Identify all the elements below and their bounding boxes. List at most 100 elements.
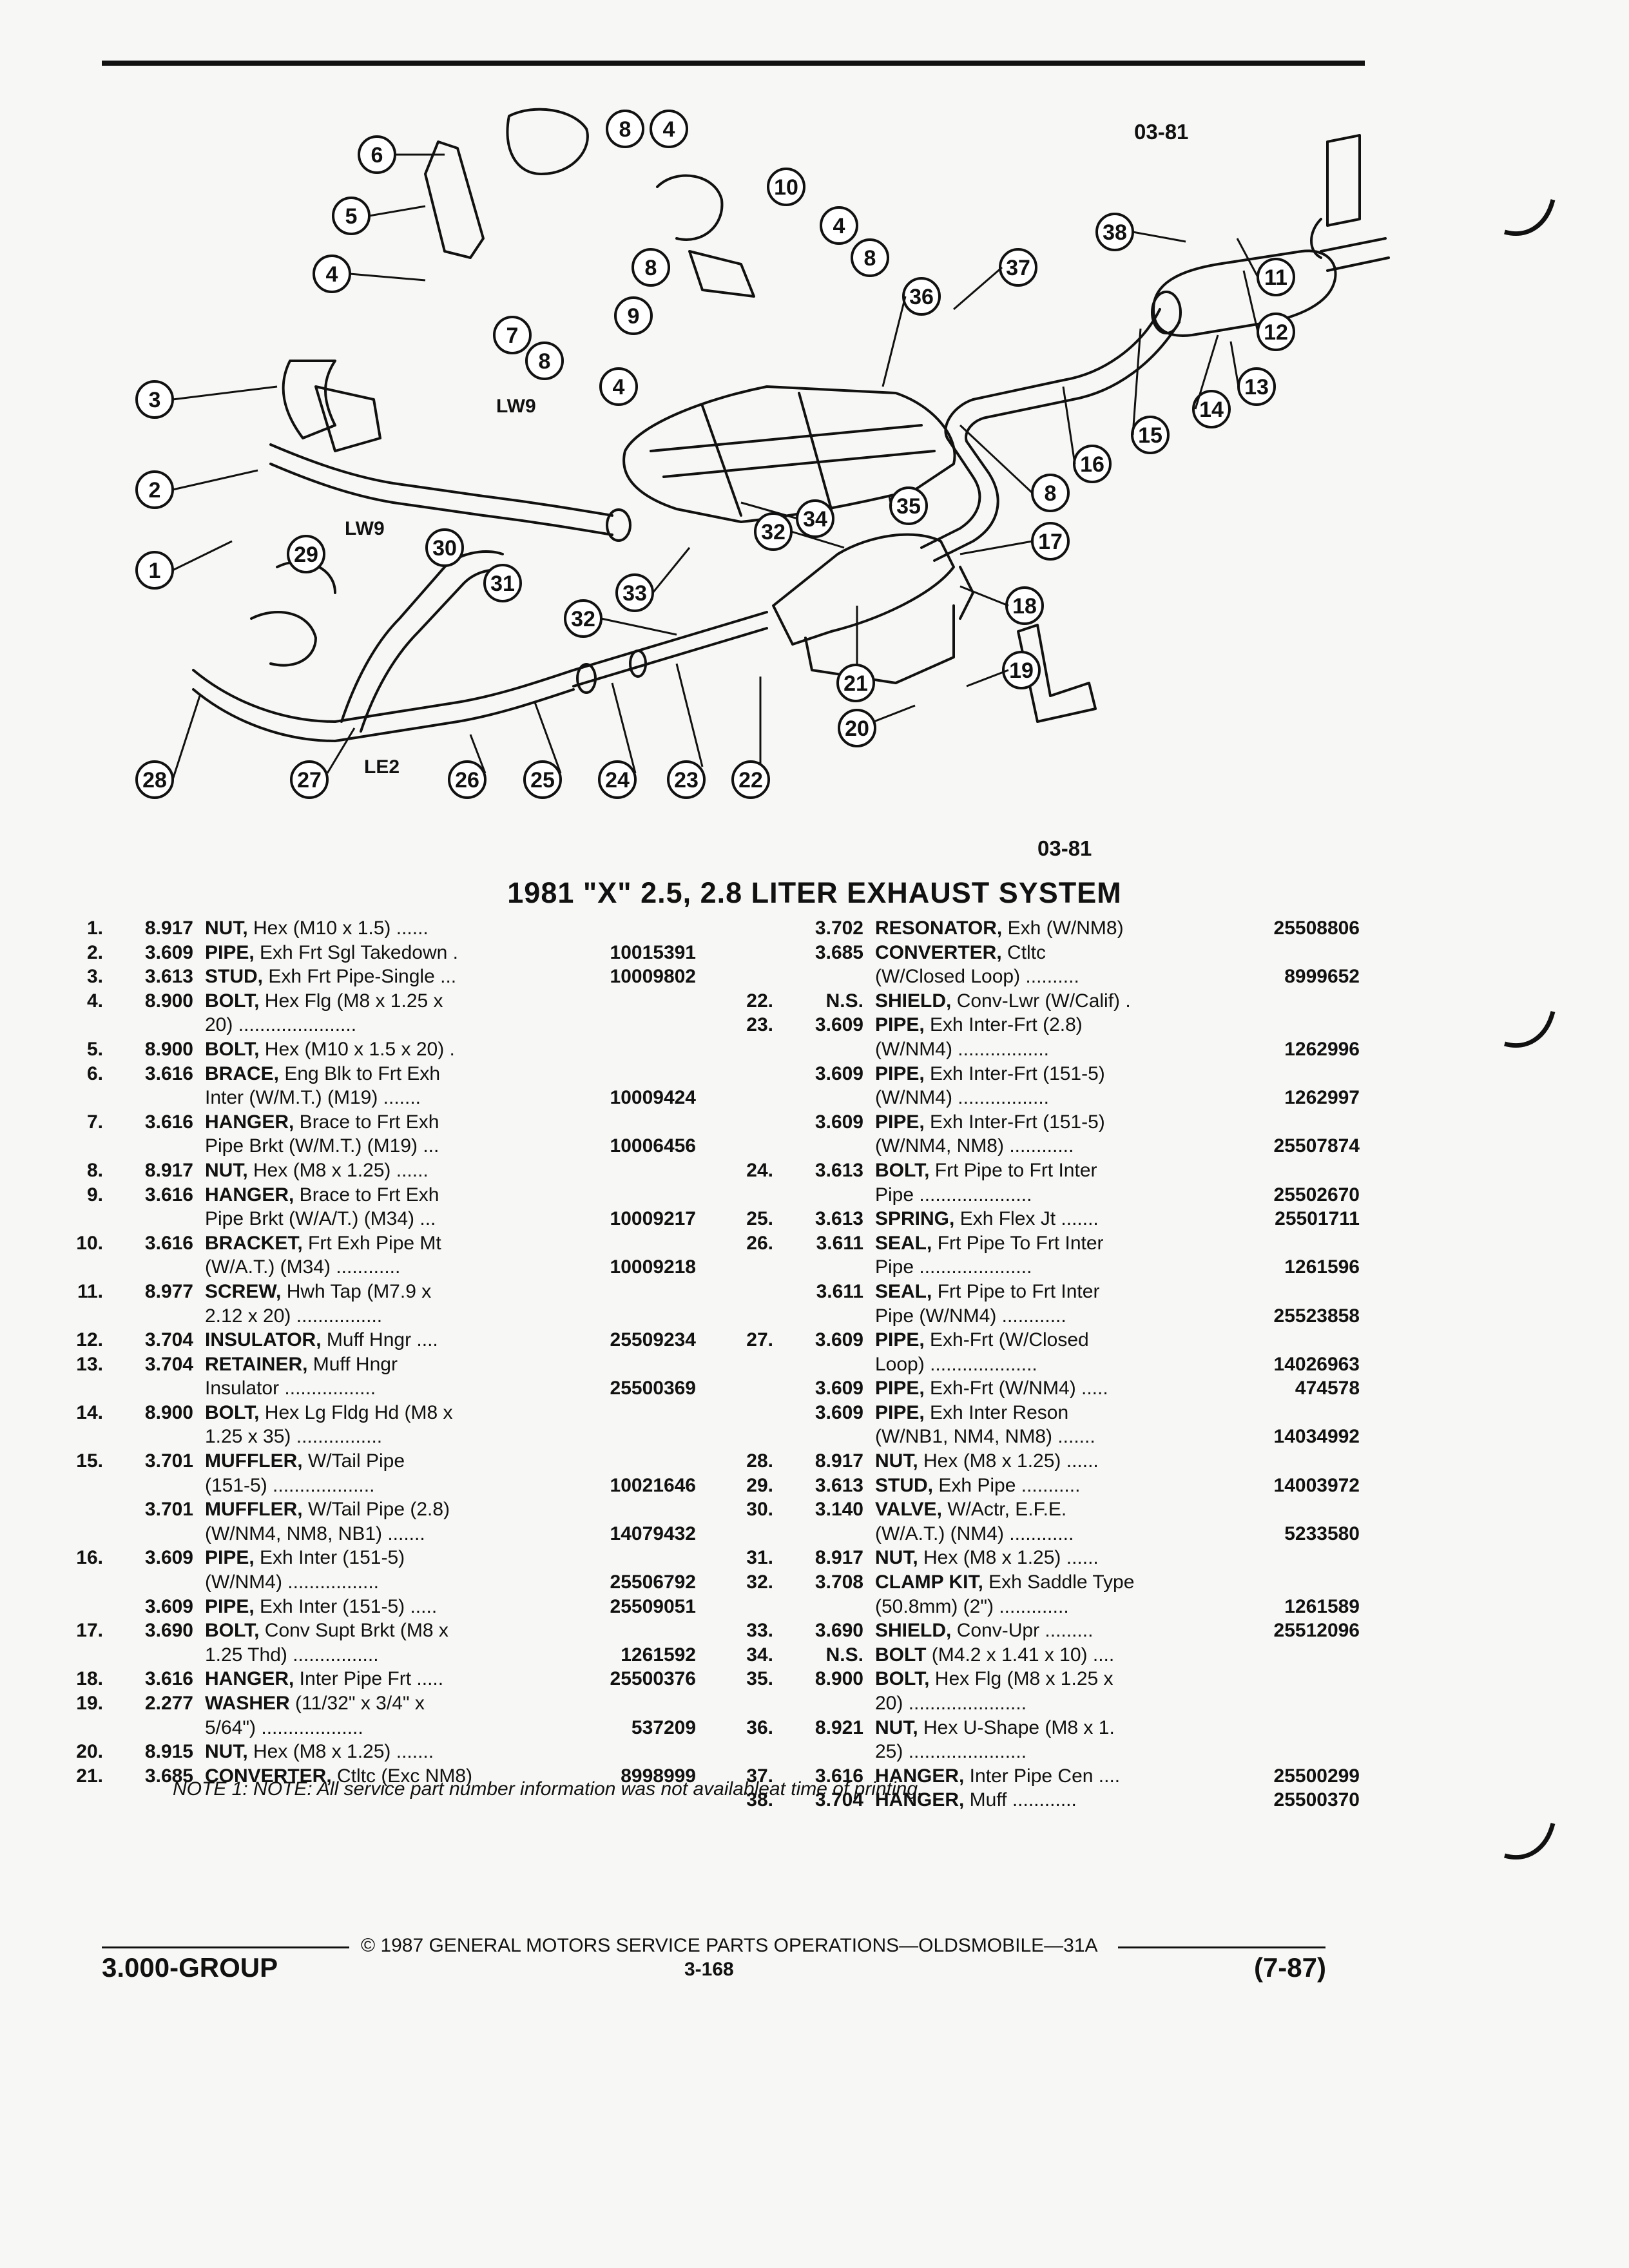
part-name: SHIELD, xyxy=(875,1620,952,1642)
part-description: 1.25 Thd) ................ xyxy=(205,1643,379,1667)
part-description: SEAL, Frt Pipe to Frt Inter xyxy=(875,1280,1099,1304)
callout-18: 18 xyxy=(1005,586,1044,625)
callout-31: 31 xyxy=(483,564,522,602)
svg-text:31: 31 xyxy=(490,572,515,596)
part-row: (50.8mm) (2") .............1261589 xyxy=(715,1595,1360,1619)
part-description: Insulator ................. xyxy=(205,1376,376,1401)
callout-8b: 8 xyxy=(851,238,889,277)
part-description: (W/NM4, NM8) ............ xyxy=(875,1134,1074,1158)
part-row: (W/NM4) .................1262997 xyxy=(715,1086,1360,1110)
part-number: 14079432 xyxy=(610,1523,696,1544)
part-name: BRACE, xyxy=(205,1062,280,1084)
callout-15: 15 xyxy=(1131,416,1170,454)
part-detail: (W/NM4, NM8, NB1) ....... xyxy=(205,1523,425,1544)
part-name: BOLT, xyxy=(875,1159,930,1181)
footer-group: 3.000-GROUP xyxy=(102,1952,278,1983)
part-detail: Hex (M8 x 1.25) ...... xyxy=(247,1159,429,1181)
callout-27: 27 xyxy=(290,760,329,799)
callout-14: 14 xyxy=(1192,390,1231,428)
callout-23: 23 xyxy=(667,760,706,799)
part-number: 25502670 xyxy=(1273,1184,1360,1206)
ref-number: 28. xyxy=(746,1450,773,1472)
part-number: 10021646 xyxy=(610,1474,696,1496)
callout-8c: 8 xyxy=(631,248,670,287)
part-detail: Ctltc xyxy=(1001,941,1046,963)
ref-number: 36. xyxy=(746,1716,773,1738)
part-detail: Exh Inter (151-5) ..... xyxy=(254,1595,438,1617)
ref-number: 22. xyxy=(746,990,773,1012)
part-detail: Exh Inter-Frt (151-5) xyxy=(924,1062,1105,1084)
part-row: Loop) ....................14026963 xyxy=(715,1352,1360,1377)
part-detail: Exh-Frt (W/NM4) ..... xyxy=(924,1378,1108,1399)
part-description: PIPE, Exh Inter-Frt (151-5) xyxy=(875,1062,1105,1086)
part-description: 20) ...................... xyxy=(875,1691,1027,1716)
part-description: CONVERTER, Ctltc (Exc NM8) xyxy=(205,1764,472,1789)
part-detail: (W/NM4) ................. xyxy=(205,1571,379,1593)
svg-text:21: 21 xyxy=(843,671,868,696)
part-name: SPRING, xyxy=(875,1208,955,1230)
part-detail: 20) ...................... xyxy=(205,1014,357,1036)
callout-8e: 8 xyxy=(1031,474,1070,512)
svg-text:36: 36 xyxy=(909,285,934,309)
callout-28: 28 xyxy=(135,760,174,799)
part-row: Pipe .....................25502670 xyxy=(715,1183,1360,1207)
part-description: Pipe ..................... xyxy=(875,1255,1032,1280)
callout-36: 36 xyxy=(902,277,941,316)
part-description: 5/64") ................... xyxy=(205,1716,363,1740)
part-detail: Hex U-Shape (M8 x 1. xyxy=(918,1716,1115,1738)
part-detail: Conv Supt Brkt (M8 x xyxy=(259,1620,448,1642)
part-number: 25500299 xyxy=(1273,1765,1360,1787)
part-detail: Exh Pipe ........... xyxy=(933,1474,1081,1496)
group-number: 8.917 xyxy=(144,918,193,939)
part-description: 25) ...................... xyxy=(875,1740,1027,1764)
svg-text:29: 29 xyxy=(294,543,318,567)
part-description: BOLT, Hex Lg Fldg Hd (M8 x xyxy=(205,1401,453,1425)
part-row: (151-5) ...................10021646 xyxy=(45,1474,696,1498)
svg-text:6: 6 xyxy=(371,143,383,168)
part-name: PIPE, xyxy=(875,1329,925,1351)
part-description: (W/Closed Loop) .......... xyxy=(875,965,1079,989)
part-description: INSULATOR, Muff Hngr .... xyxy=(205,1328,438,1352)
group-number: 3.609 xyxy=(815,1329,863,1351)
part-detail: Exh Frt Sgl Takedown . xyxy=(254,941,458,963)
part-row: (W/NB1, NM4, NM8) .......14034992 xyxy=(715,1425,1360,1449)
svg-text:25: 25 xyxy=(530,768,555,793)
part-description: HANGER, Muff ............ xyxy=(875,1788,1077,1812)
part-name: CONVERTER, xyxy=(205,1765,332,1787)
part-detail: Conv-Lwr (W/Calif) . xyxy=(951,990,1131,1012)
part-number: 1261592 xyxy=(621,1644,696,1666)
part-detail: 20) ...................... xyxy=(875,1693,1027,1714)
part-description: (W/NM4) ................. xyxy=(875,1086,1049,1110)
svg-text:38: 38 xyxy=(1103,220,1127,245)
ref-number: 24. xyxy=(746,1159,773,1181)
part-row: (W/NM4, NM8) ............25507874 xyxy=(715,1134,1360,1158)
part-row: 1.25 x 35) ................ xyxy=(45,1425,696,1449)
part-description: CONVERTER, Ctltc xyxy=(875,941,1046,965)
part-description: (W/A.T.) (NM4) ............ xyxy=(875,1522,1074,1546)
part-description: NUT, Hex U-Shape (M8 x 1. xyxy=(875,1716,1115,1740)
callout-32a: 32 xyxy=(754,512,793,551)
part-name: NUT, xyxy=(205,918,248,939)
callout-6: 6 xyxy=(358,135,396,174)
part-detail: Muff Hngr xyxy=(307,1353,398,1375)
part-detail: Hex (M8 x 1.25) ...... xyxy=(918,1450,1099,1472)
part-name: PIPE, xyxy=(875,1062,925,1084)
svg-text:23: 23 xyxy=(674,768,699,793)
part-description: NUT, Hex (M8 x 1.25) ...... xyxy=(875,1449,1099,1474)
callout-4b: 4 xyxy=(650,110,688,148)
part-description: PIPE, Exh Inter-Frt (151-5) xyxy=(875,1110,1105,1135)
top-rule xyxy=(102,61,1365,66)
part-number: 25500376 xyxy=(610,1668,696,1690)
part-row: Inter (W/M.T.) (M19) .......10009424 xyxy=(45,1086,696,1110)
